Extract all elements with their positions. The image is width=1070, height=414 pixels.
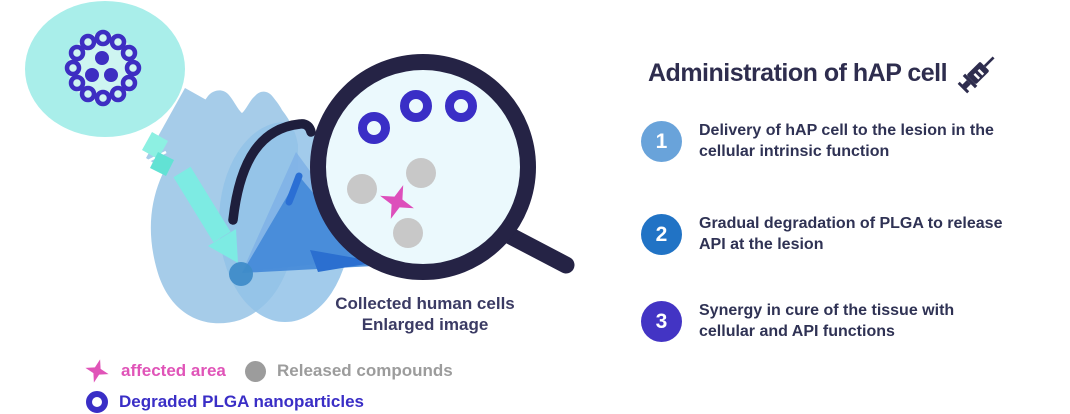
caption-line1: Collected human cells [335, 294, 515, 313]
legend-label-released-compounds: Released compounds [277, 361, 453, 380]
delivery-arrow-icon [173, 166, 238, 263]
caption: Collected human cells Enlarged image [300, 293, 550, 335]
aorta-line [228, 119, 316, 225]
hap-cell-icon [25, 1, 185, 137]
legend-label-degraded-plga: Degraded PLGA nanoparticles [119, 392, 364, 411]
step-item-3: 3 Synergy in cure of the tissue with cel… [641, 301, 954, 342]
dot-icon [245, 360, 266, 382]
step-number-badge: 1 [641, 121, 682, 162]
legend-label-affected-area: affected area [121, 361, 226, 380]
ring-icon [86, 391, 108, 413]
step-text: Delivery of hAP cell to the lesion in th… [699, 122, 994, 160]
magnifier-icon [310, 54, 575, 280]
step-text: Synergy in cure of the tissue with cellu… [699, 302, 955, 340]
page-title: Administration of hAP cell [648, 58, 948, 87]
lesion-dot [229, 262, 253, 286]
degraded-plga-nanoparticles-icons [358, 90, 477, 144]
step-item-2: 2 Gradual degradation of PLGA to release… [641, 214, 1002, 255]
legend-item-affected-area: affected area [84, 358, 226, 384]
panel-title-row: Administration of hAP cell [648, 50, 1001, 96]
step-number-badge: 3 [641, 301, 682, 342]
step-text: Gradual degradation of PLGA to release A… [699, 215, 1003, 253]
syringe-icon [957, 56, 995, 94]
illustration [25, 1, 575, 324]
injection-syringe-icon [137, 132, 174, 176]
caption-line2: Enlarged image [361, 315, 489, 334]
legend-item-released-compounds: Released compounds [245, 358, 453, 384]
star-icon [85, 359, 109, 383]
affected-area-star-icon [380, 185, 414, 219]
step-number-badge: 2 [641, 214, 682, 255]
legend-item-degraded-plga: Degraded PLGA nanoparticles [86, 389, 364, 414]
magnifier-handle [494, 223, 575, 274]
released-compounds-icons [347, 158, 436, 248]
step-item-1: 1 Delivery of hAP cell to the lesion in … [641, 121, 994, 162]
